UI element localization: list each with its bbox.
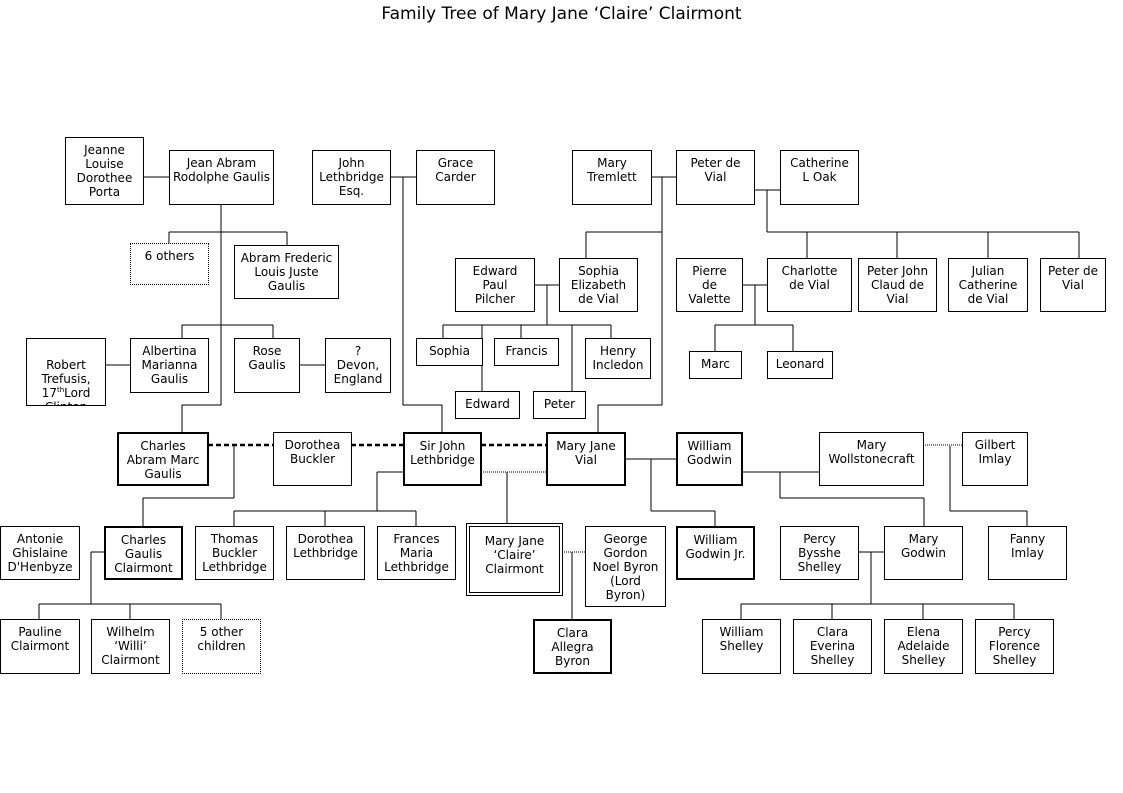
person-francis: Francis <box>494 338 559 366</box>
person-six-others: 6 others <box>130 243 209 285</box>
person-edward: Edward <box>455 391 520 419</box>
person-peter: Peter <box>533 391 586 419</box>
person-thomas-buckler: Thomas Buckler Lethbridge <box>195 526 274 580</box>
person-mary-godwin: Mary Godwin <box>884 526 963 580</box>
person-charles-abram: Charles Abram Marc Gaulis <box>117 432 209 486</box>
person-fanny-imlay: Fanny Imlay <box>988 526 1067 580</box>
person-edward-pilcher: Edward Paul Pilcher <box>455 258 535 312</box>
robert-trefusis-ordinal: th <box>56 386 65 394</box>
person-mary-jane-vial: Mary Jane Vial <box>546 432 626 486</box>
person-catherine-oak: Catherine L Oak <box>780 150 859 205</box>
person-lord-byron: George Gordon Noel Byron (Lord Byron) <box>585 526 666 607</box>
person-peter-john: Peter John Claud de Vial <box>858 258 937 312</box>
person-clara-allegra: Clara Allegra Byron <box>533 619 612 674</box>
person-peter-de-vial-jr: Peter de Vial <box>1040 258 1106 312</box>
page-title: Family Tree of Mary Jane ‘Claire’ Clairm… <box>381 4 742 24</box>
person-jeanne-porta: Jeanne Louise Dorothee Porta <box>65 137 144 205</box>
person-marc: Marc <box>689 351 742 379</box>
person-charles-clairmont: Charles Gaulis Clairmont <box>104 526 183 580</box>
person-sir-john: Sir John Lethbridge <box>403 432 482 486</box>
person-peter-de-vial-sr: Peter de Vial <box>676 150 755 205</box>
person-leonard: Leonard <box>767 351 833 379</box>
person-percy-florence: Percy Florence Shelley <box>975 619 1054 674</box>
person-gilbert-imlay: Gilbert Imlay <box>962 432 1028 486</box>
person-dorothea-lethbridge: Dorothea Lethbridge <box>286 526 365 580</box>
robert-trefusis-name-a: Robert Trefusis, 17 <box>41 358 91 400</box>
person-henry-incledon: Henry Incledon <box>585 338 651 379</box>
person-william-godwin-jr: William Godwin Jr. <box>676 526 755 580</box>
person-frances-maria: Frances Maria Lethbridge <box>377 526 456 580</box>
person-pierre-valette: Pierre de Valette <box>676 258 743 312</box>
person-wilhelm: Wilhelm ‘Willi’ Clairmont <box>91 619 170 674</box>
person-devon: ? Devon, England <box>325 338 391 393</box>
person-robert-trefusis: Robert Trefusis, 17thLord Clinton <box>26 338 106 406</box>
person-five-others: 5 other children <box>182 619 261 674</box>
person-william-shelley: William Shelley <box>702 619 781 674</box>
person-rose-gaulis: Rose Gaulis <box>234 338 300 393</box>
person-abram-frederic: Abram Frederic Louis Juste Gaulis <box>234 245 339 299</box>
person-julian-catherine: Julian Catherine de Vial <box>948 258 1028 312</box>
person-mary-tremlett: Mary Tremlett <box>572 150 652 205</box>
robert-trefusis-name-b: Lord Clinton <box>45 386 91 405</box>
person-clara-everina: Clara Everina Shelley <box>793 619 872 674</box>
person-william-godwin: William Godwin <box>676 432 743 486</box>
person-claire-clairmont: Mary Jane ‘Claire’ Clairmont <box>466 523 563 596</box>
person-sophia: Sophia <box>416 338 483 366</box>
person-pauline: Pauline Clairmont <box>0 619 80 674</box>
person-mary-wollstonecraft: Mary Wollstonecraft <box>819 432 924 486</box>
person-antonie: Antonie Ghislaine D'Henbyze <box>0 526 80 580</box>
person-sophia-elizabeth: Sophia Elizabeth de Vial <box>559 258 638 312</box>
person-albertina: Albertina Marianna Gaulis <box>130 338 209 393</box>
person-elena-adelaide: Elena Adelaide Shelley <box>884 619 963 674</box>
person-grace-carder: Grace Carder <box>416 150 495 205</box>
person-dorothea-buckler: Dorothea Buckler <box>273 432 352 486</box>
person-charlotte-vial: Charlotte de Vial <box>767 258 852 312</box>
person-jean-gaulis: Jean Abram Rodolphe Gaulis <box>169 150 274 205</box>
person-john-lethbridge: John Lethbridge Esq. <box>312 150 391 205</box>
person-percy-shelley: Percy Bysshe Shelley <box>780 526 859 580</box>
